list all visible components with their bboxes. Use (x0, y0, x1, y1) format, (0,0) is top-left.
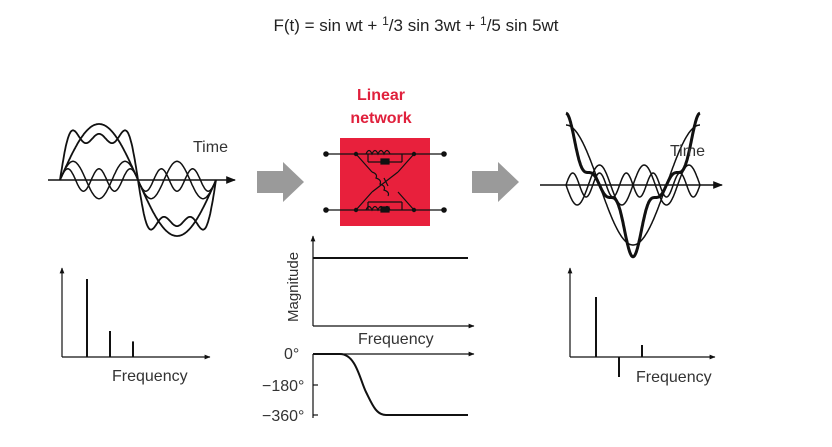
equation-end: sin 5wt (500, 16, 559, 35)
frequency-label-left: Frequency (112, 368, 188, 385)
output-spectrum-bars (595, 297, 643, 377)
equation-lhs: F(t) = sin wt + (273, 16, 383, 35)
frequency-label-right: Frequency (636, 369, 712, 386)
phase-label-0: 0° (284, 346, 299, 363)
output-fundamental-wave (565, 124, 701, 246)
frequency-label-mid: Frequency (358, 331, 434, 348)
output-waves (565, 111, 701, 259)
flow-arrow-right (472, 162, 519, 202)
time-label-left: Time (193, 139, 228, 156)
phase-label-360: −360° (262, 408, 304, 425)
flow-arrow-left (257, 162, 304, 202)
equation-frac2-den: 5 (491, 16, 501, 35)
phase-curve (313, 353, 468, 416)
equation-frac1-den: 3 (393, 16, 403, 35)
network-label-line2: network (350, 110, 411, 127)
phase-label-180: −180° (262, 378, 304, 395)
time-label-right: Time (670, 143, 705, 160)
output-spectrum-panel: Frequency (567, 267, 716, 386)
input-waves (59, 123, 217, 237)
output-sum-wave (565, 111, 701, 259)
output-waveform-panel: Time (540, 111, 723, 259)
magnitude-plot: Magnitude Frequency (285, 235, 475, 348)
magnitude-axis-label: Magnitude (285, 252, 302, 322)
output-harmonic-5-wave (565, 172, 701, 198)
network-circuit (323, 149, 447, 213)
network-label-line1: Linear (357, 87, 405, 104)
equation-frac2-slash: / (486, 16, 492, 35)
equation-frac1-slash: / (388, 16, 394, 35)
equation-frac1-num: 1 (382, 14, 389, 28)
input-sum-wave (59, 129, 217, 231)
linear-network: Linear network (323, 87, 447, 226)
equation: F(t) = sin wt + 1/3 sin 3wt + 1/5 sin 5w… (0, 14, 832, 36)
input-spectrum-panel: Frequency (59, 267, 211, 385)
equation-mid: sin 3wt + (402, 16, 480, 35)
equation-frac2-num: 1 (480, 14, 487, 28)
input-waveform-panel: Time (48, 123, 236, 237)
phase-plot: 0° −180° −360° (262, 346, 475, 425)
input-spectrum-bars (86, 279, 134, 357)
